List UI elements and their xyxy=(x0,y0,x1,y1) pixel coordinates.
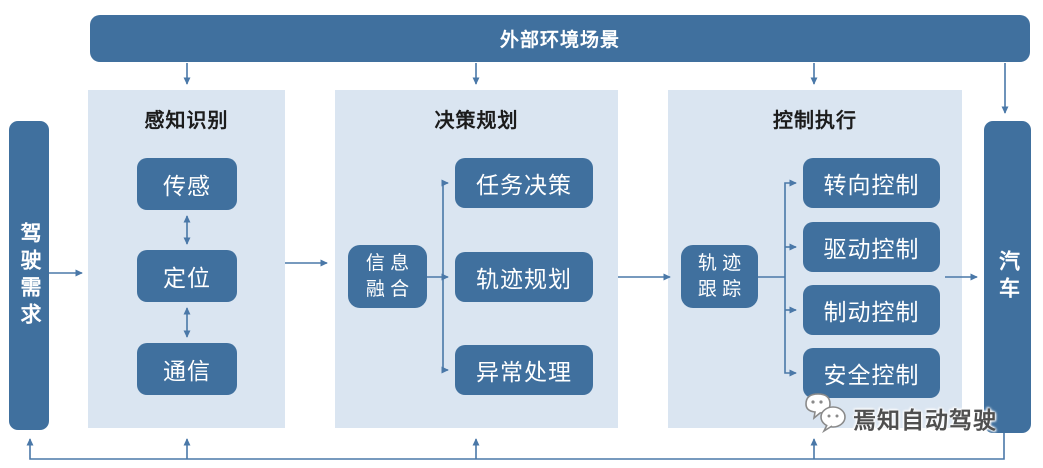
node-brake-control-label: 制动控制 xyxy=(823,299,920,325)
node-positioning-label: 定位 xyxy=(163,265,211,291)
node-trajectory-tracking-line1: 轨 迹 xyxy=(697,252,742,274)
node-trajectory-planning-label: 轨迹规划 xyxy=(476,266,572,292)
node-task-decision: 任务决策 xyxy=(455,158,593,208)
driving-demand-label: 驾驶需求 xyxy=(18,221,41,330)
node-positioning: 定位 xyxy=(137,250,237,302)
node-trajectory-tracking-line2: 跟 踪 xyxy=(697,278,742,300)
node-steering-control: 转向控制 xyxy=(803,158,940,208)
node-communication-label: 通信 xyxy=(163,358,211,384)
speech-bubbles-logo-icon xyxy=(805,393,846,434)
external-environment-bar: 外部环境场景 xyxy=(90,15,1030,62)
node-exception-handling: 异常处理 xyxy=(455,345,593,395)
node-sensing-label: 传感 xyxy=(163,173,211,199)
node-drive-control-label: 驱动控制 xyxy=(823,236,920,262)
node-info-fusion-line1: 信 息 xyxy=(365,252,410,274)
node-trajectory-tracking: 轨 迹 跟 踪 xyxy=(681,245,758,308)
node-sensing: 传感 xyxy=(137,158,237,210)
node-brake-control: 制动控制 xyxy=(803,285,940,335)
driving-demand-bar: 驾驶需求 xyxy=(9,121,49,430)
vehicle-label: 汽车 xyxy=(996,250,1020,304)
panel-title-decision: 决策规划 xyxy=(434,110,519,132)
node-communication: 通信 xyxy=(137,343,237,395)
panel-title-perception: 感知识别 xyxy=(144,110,229,132)
node-task-decision-label: 任务决策 xyxy=(476,172,572,198)
panel-title-control: 控制执行 xyxy=(773,110,857,132)
node-safety-control: 安全控制 xyxy=(803,348,940,398)
vehicle-bar: 汽车 xyxy=(984,121,1031,433)
node-safety-control-label: 安全控制 xyxy=(823,362,920,388)
node-trajectory-planning: 轨迹规划 xyxy=(455,252,593,302)
node-exception-handling-label: 异常处理 xyxy=(476,359,572,385)
external-environment-label: 外部环境场景 xyxy=(499,30,620,51)
node-info-fusion-line2: 融 合 xyxy=(365,278,410,300)
node-info-fusion: 信 息 融 合 xyxy=(348,245,427,308)
watermark-text: 焉知自动驾驶 xyxy=(853,407,997,433)
node-steering-control-label: 转向控制 xyxy=(823,172,920,198)
node-drive-control: 驱动控制 xyxy=(803,222,940,272)
